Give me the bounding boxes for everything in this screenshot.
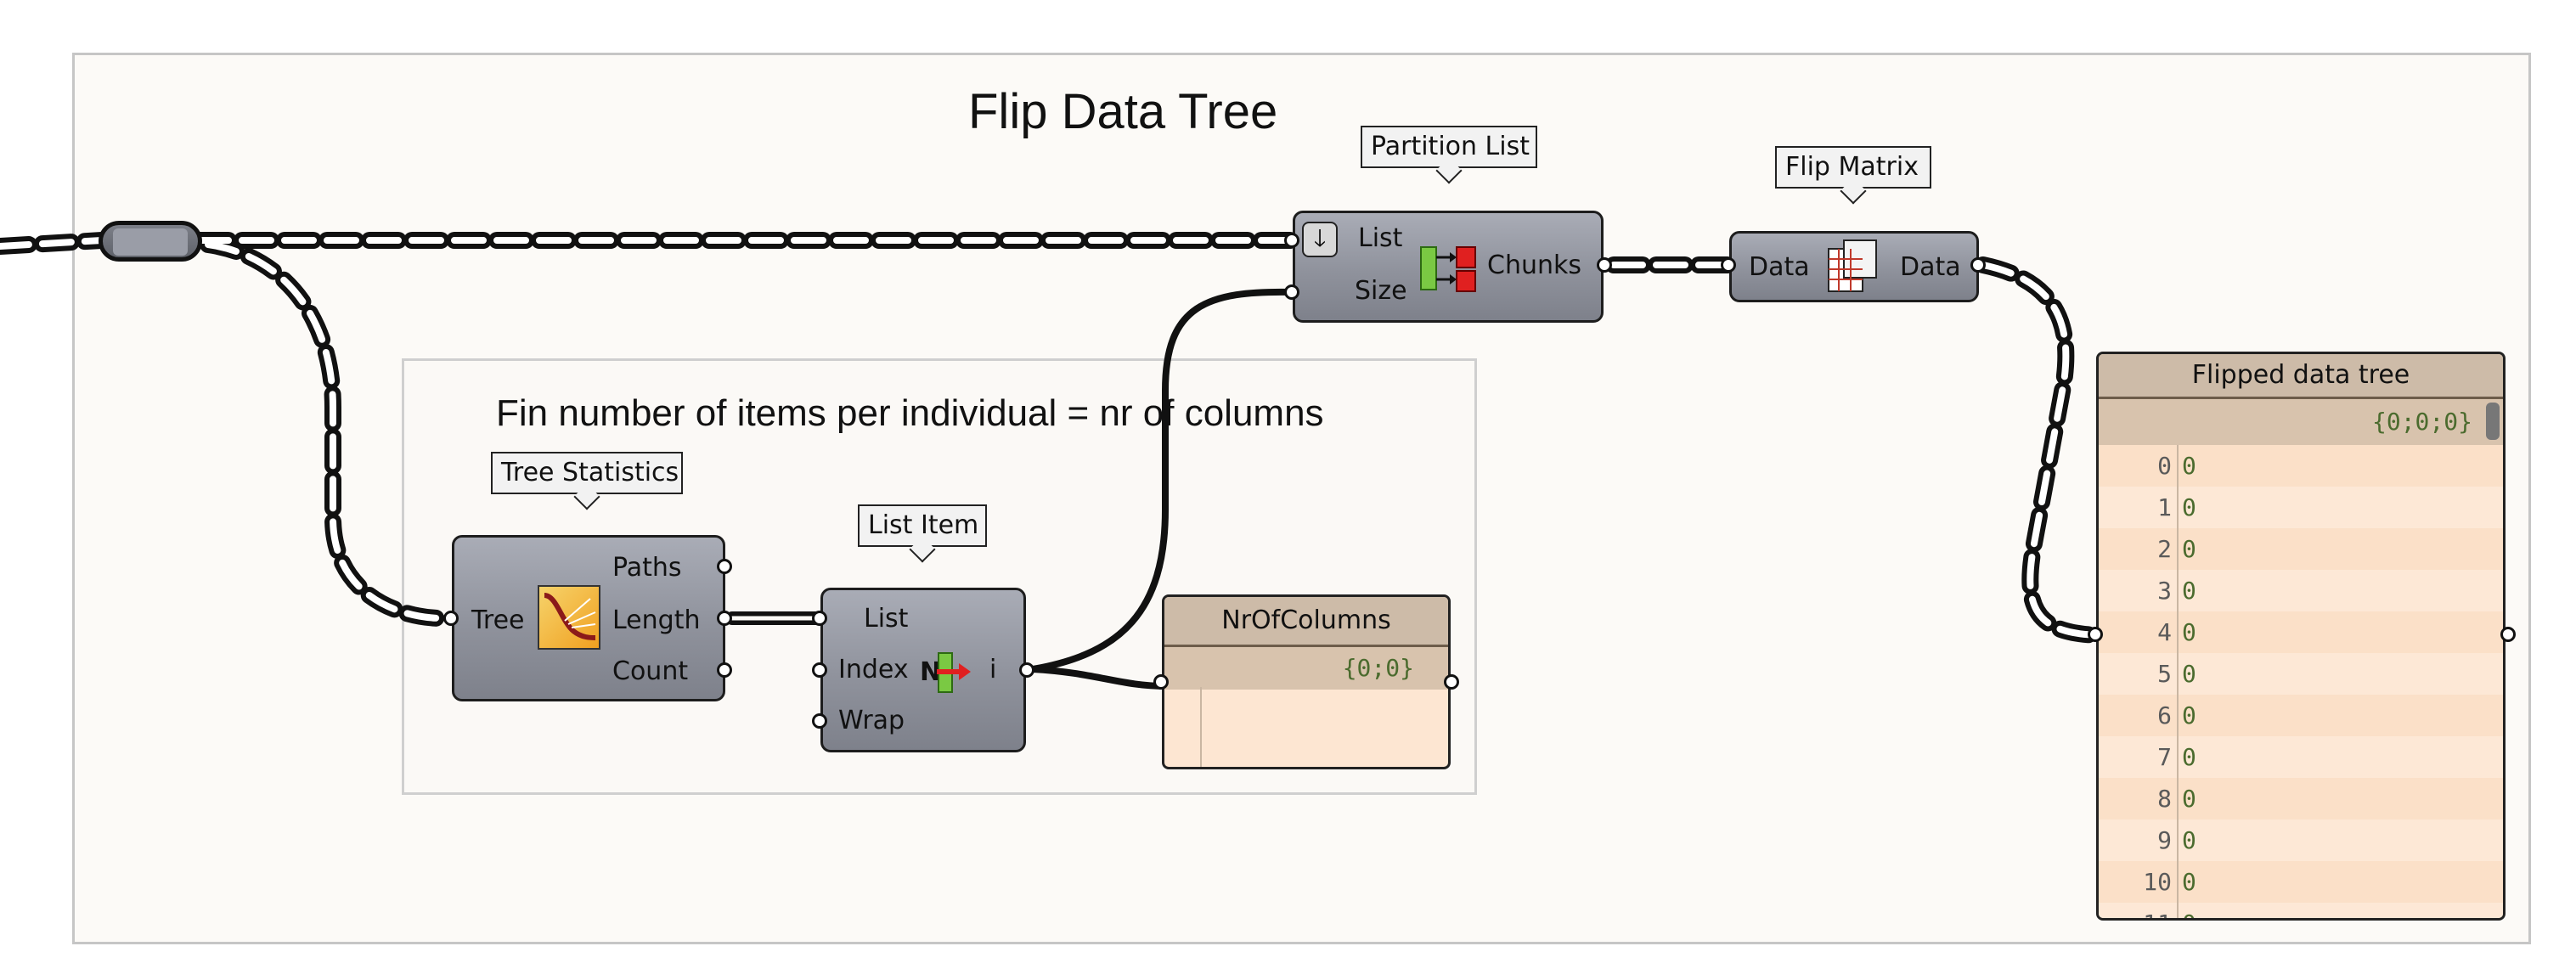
input-size-label: Size	[1355, 276, 1407, 306]
grip-length-output[interactable]	[717, 611, 732, 626]
row-index: 3	[2157, 577, 2172, 605]
row-index: 8	[2157, 785, 2172, 813]
row-value: 0	[2182, 701, 2196, 729]
grip-panel-output[interactable]	[1444, 674, 1459, 690]
list-wire-fill	[0, 237, 2101, 639]
grip-panel-input[interactable]	[1153, 674, 1169, 690]
partition-list-icon	[1419, 239, 1479, 298]
panel-rows: 00102030405060708090100110	[2099, 445, 2503, 918]
output-count-label: Count	[612, 656, 689, 686]
input-wrap-label: Wrap	[838, 706, 905, 735]
panel-row: 11 0	[2099, 903, 2503, 918]
panel-row: 10 0	[2099, 861, 2503, 903]
row-value: 0	[2182, 903, 2196, 918]
grip-data-output[interactable]	[1970, 257, 1986, 273]
grip-tree-input[interactable]	[443, 611, 459, 626]
list-item-component[interactable]: List Index Wrap N i	[820, 588, 1026, 752]
output-chunks-label: Chunks	[1487, 251, 1581, 280]
grip-index-input[interactable]	[812, 662, 827, 678]
flip-matrix-tag: Flip Matrix	[1775, 146, 1931, 189]
group-title: Flip Data Tree	[968, 84, 1278, 139]
grip-flipped-input[interactable]	[2088, 627, 2103, 642]
flip-matrix-component[interactable]: Data Data	[1729, 231, 1979, 302]
panel-title: NrOfColumns	[1164, 597, 1448, 647]
panel-title: Flipped data tree	[2099, 354, 2503, 399]
input-list-label: List	[1358, 223, 1403, 253]
row-value: 0	[2182, 452, 2196, 480]
grip-wrap-input[interactable]	[812, 713, 827, 729]
row-index: 4	[2157, 618, 2172, 646]
tree-statistics-component[interactable]: Tree Paths Length Count	[452, 535, 725, 701]
grip-i-output[interactable]	[1019, 662, 1034, 678]
row-value: 0	[2182, 743, 2196, 771]
output-data-label: Data	[1900, 252, 1961, 282]
panel-path: {0;0}	[1164, 647, 1448, 690]
row-index: 11	[2099, 903, 2172, 918]
tree-statistics-tag: Tree Statistics	[491, 452, 683, 494]
input-index-label: Index	[838, 655, 909, 684]
row-index: 0	[2157, 452, 2172, 480]
input-tree-label: Tree	[471, 605, 525, 635]
item-wire-panel	[1029, 666, 1169, 690]
grip-flipped-output[interactable]	[2500, 627, 2516, 642]
panel-scrollbar[interactable]	[2486, 403, 2500, 440]
grip-list-input[interactable]	[1284, 233, 1299, 248]
grip-paths-output[interactable]	[717, 559, 732, 574]
grip-data-input[interactable]	[1721, 257, 1736, 273]
item-wire-size	[1029, 288, 1296, 673]
row-value: 0	[2182, 785, 2196, 813]
row-value: 0	[2182, 868, 2196, 896]
row-value: 0	[2182, 535, 2196, 563]
row-index: 9	[2157, 826, 2172, 854]
row-value: 0	[2182, 618, 2196, 646]
output-paths-label: Paths	[612, 553, 682, 583]
grip-count-output[interactable]	[717, 662, 732, 678]
list-item-icon: N	[920, 648, 972, 696]
relay-node[interactable]	[99, 221, 202, 262]
row-value: 0	[2182, 826, 2196, 854]
row-index: 5	[2157, 660, 2172, 688]
arrow-down-icon[interactable]: 🡓	[1302, 222, 1338, 257]
row-index: 10	[2143, 868, 2172, 896]
row-index: 2	[2157, 535, 2172, 563]
output-length-label: Length	[612, 605, 701, 635]
grip-chunks-output[interactable]	[1597, 257, 1612, 273]
row-value: 0	[2182, 660, 2196, 688]
row-index: 6	[2157, 701, 2172, 729]
list-item-tag: List Item	[858, 504, 987, 547]
row-value: 0	[2182, 577, 2196, 605]
grip-size-input[interactable]	[1284, 284, 1299, 300]
row-value: 0	[2182, 493, 2196, 521]
row-index: 1	[2157, 493, 2172, 521]
partition-list-tag: Partition List	[1361, 126, 1537, 168]
input-data-label: Data	[1749, 252, 1810, 282]
partition-list-component[interactable]: 🡓 List Size Chunks	[1293, 211, 1604, 323]
panel-nr-of-columns[interactable]: NrOfColumns {0;0} 0 8	[1162, 594, 1451, 769]
tree-statistics-icon	[538, 585, 600, 650]
output-i-label: i	[989, 655, 997, 684]
flip-matrix-icon	[1825, 239, 1880, 296]
panel-path: {0;0;0}	[2099, 399, 2503, 445]
grip-list-input[interactable]	[812, 611, 827, 626]
subgroup-title: Fin number of items per individual = nr …	[496, 392, 1324, 434]
row-index: 7	[2157, 743, 2172, 771]
input-list-label: List	[864, 604, 909, 634]
